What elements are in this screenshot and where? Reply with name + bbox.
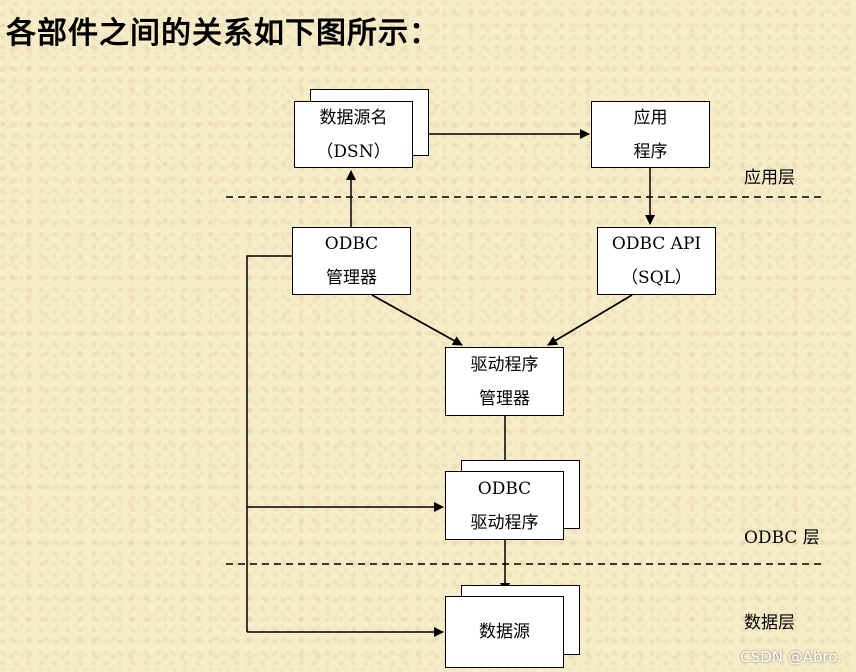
application-label-1: 应用 [633,107,668,128]
odbc-manager-label-1: ODBC [324,234,379,254]
odbc-api-box: ODBC API （SQL） [597,227,716,295]
data-source-label: 数据源 [479,622,530,642]
layer-label-odbc: ODBC 层 [744,528,820,548]
odbc-api-label: ODBC API [611,234,702,254]
driver-manager-box: 驱动程序 管理器 [445,347,564,416]
odbc-manager-label-2: 管理器 [326,268,377,288]
arrow-api-to-driver-manager [547,294,633,346]
odbc-manager-box: ODBC 管理器 [292,227,411,295]
odbc-driver-label-1: ODBC [477,478,532,499]
data-source-box: 数据源 [445,596,564,668]
odbc-driver-box: ODBC 驱动程序 [445,471,564,540]
driver-manager-label-1: 驱动程序 [470,354,539,375]
arrow-manager-to-driver-manager [371,294,463,346]
application-label-2: 程序 [633,141,668,162]
dsn-label: 数据源名 [319,107,388,128]
odbc-api-sql: （SQL） [621,268,692,288]
watermark: CSDN @Abro. [740,648,842,666]
dsn-box: 数据源名 （DSN） [294,101,413,168]
page-title: 各部件之间的关系如下图所示： [6,16,440,51]
manager-left-bus [246,255,292,632]
application-box: 应用 程序 [591,101,710,168]
layer-label-application: 应用层 [744,168,795,188]
layer-label-data: 数据层 [744,613,795,633]
dsn-abbr: （DSN） [316,141,391,162]
odbc-driver-label-2: 驱动程序 [470,512,539,533]
driver-manager-label-2: 管理器 [479,388,530,409]
